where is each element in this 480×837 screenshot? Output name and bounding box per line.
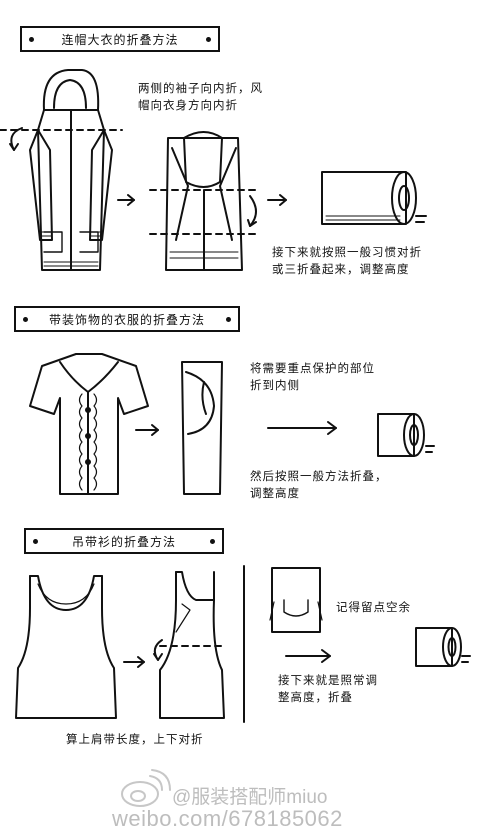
camisole-folded-drawing (153, 565, 245, 723)
decorated-clothes-instruction-2: 然后按照一般方法折叠， 调整高度 (250, 469, 388, 500)
hooded-coat-instruction-2: 接下来就按照一般习惯对折 或三折叠起来，调整高度 (272, 245, 422, 276)
camisole-rolled-drawing (415, 627, 471, 667)
arrow-icon (285, 649, 331, 663)
section-title-text: 连帽大衣的折叠方法 (61, 32, 179, 47)
decorated-clothes-instruction-1: 将需要重点保护的部位 折到内侧 (250, 361, 375, 392)
blouse-flat-drawing (29, 353, 149, 495)
blouse-folded-drawing (181, 361, 223, 495)
watermark-url: weibo.com/678185062 (112, 806, 343, 831)
hooded-coat-sleeves-folded-drawing (149, 131, 261, 271)
arrow-icon (267, 194, 287, 206)
arrow-icon (117, 194, 135, 206)
section-title-text: 吊带衫的折叠方法 (71, 534, 176, 549)
camisole-instruction-2: 接下来就是照常调 整高度，折叠 (278, 673, 378, 704)
section-title-camisole: 吊带衫的折叠方法 (24, 528, 224, 554)
camisole-folded-half-drawing (269, 567, 323, 633)
section-title-hooded-coat: 连帽大衣的折叠方法 (20, 26, 220, 52)
arrow-icon (135, 424, 159, 436)
watermark-handle: @服装搭配师miuo (172, 787, 328, 808)
blouse-rolled-drawing (377, 413, 435, 457)
camisole-instruction-1: 记得留点空余 (336, 600, 411, 614)
section-title-decorated-clothes: 带装饰物的衣服的折叠方法 (14, 306, 240, 332)
arrow-icon (267, 421, 337, 435)
hooded-coat-instruction-1: 两侧的袖子向内折，风 帽向衣身方向内折 (138, 81, 263, 112)
camisole-instruction-3: 算上肩带长度，上下对折 (66, 732, 204, 746)
camisole-flat-drawing (15, 575, 117, 719)
section-title-text: 带装饰物的衣服的折叠方法 (48, 312, 205, 327)
arrow-icon (123, 656, 145, 668)
hooded-coat-rolled-drawing (321, 171, 427, 225)
weibo-logo-icon (121, 769, 171, 807)
hooded-coat-flat-drawing (0, 69, 123, 271)
